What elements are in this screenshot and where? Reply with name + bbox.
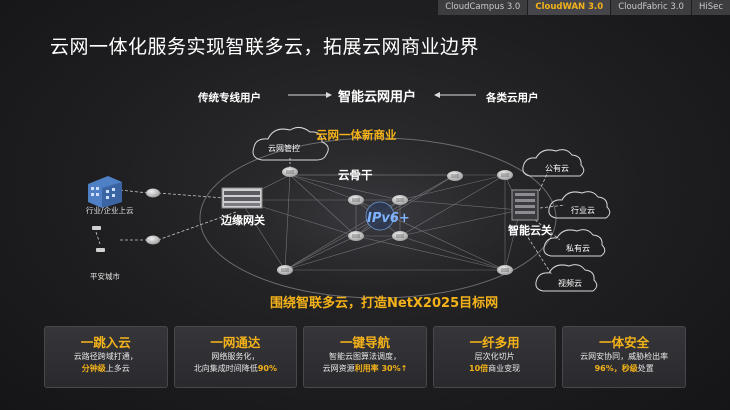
card-text: 云路径跨域打通，	[73, 352, 138, 361]
card-highlight: 96%，秒级	[594, 364, 638, 373]
tab-cloudwan[interactable]: CloudWAN 3.0	[527, 0, 611, 15]
video-cloud-label: 视频云	[558, 279, 582, 288]
card-highlight: 90%	[257, 364, 277, 373]
feature-cards: 一跳入云 云路径跨域打通， 分钟级上多云 一网通达 网络服务化， 北向集成时间降…	[44, 326, 686, 388]
card-title: 一键导航	[339, 335, 390, 350]
building-icon	[88, 176, 122, 208]
ipv6-label: IPv6+	[367, 211, 410, 226]
cloud-mgmt-label: 云网管控	[268, 144, 300, 153]
tab-cloudcampus[interactable]: CloudCampus 3.0	[437, 0, 528, 15]
card-text-rest: 商业变现	[488, 364, 521, 373]
smart-cloud-users-label: 智能云网用户	[338, 90, 417, 105]
edge-gateway-label: 边缘网关	[221, 214, 265, 227]
card-highlight: 分钟级	[81, 364, 106, 373]
cloud-users-label: 各类云用户	[486, 92, 539, 104]
page-title: 云网一体化服务实现智联多云，拓展云网商业边界	[50, 36, 480, 58]
card-title: 一纤多用	[469, 335, 520, 350]
card-text-2: 10倍商业变现	[434, 363, 556, 375]
feature-card: 一体安全 云网安协同，威胁检出率 96%，秒级处置	[562, 326, 686, 388]
card-text-rest: 上多云	[105, 364, 130, 373]
card-text: 云网安协同，威胁检出率	[580, 352, 669, 361]
tab-hisec[interactable]: HiSec	[690, 0, 730, 15]
edge-gateway-icon	[221, 187, 263, 209]
arrow-left-icon	[434, 92, 476, 98]
feature-card: 一网通达 网络服务化， 北向集成时间降低90%	[173, 326, 298, 388]
card-text-rest: 云网资源	[322, 364, 355, 373]
arrow-right-icon	[288, 92, 332, 98]
router-icons	[146, 167, 513, 275]
private-cloud-label: 私有云	[566, 244, 590, 253]
card-text-2: 96%，秒级处置	[563, 363, 685, 375]
card-highlight: 10倍	[469, 364, 489, 373]
card-text-2: 北向集成时间降低90%	[175, 363, 297, 375]
card-text: 网络服务化，	[211, 352, 260, 361]
industry-cloud-label: 行业云	[571, 206, 595, 215]
feature-card: 一纤多用 层次化切片 10倍商业变现	[432, 326, 557, 388]
smart-gateway-icon	[511, 189, 539, 221]
card-text-rest: 处置	[637, 364, 654, 373]
card-text: 智能云图算法调度，	[328, 352, 401, 361]
public-cloud-label: 公有云	[545, 164, 569, 173]
feature-card: 一键导航 智能云图算法调度， 云网资源利用率 30%↑	[303, 326, 427, 388]
product-tabs: CloudCampus 3.0 CloudWAN 3.0 CloudFabric…	[437, 0, 730, 15]
video-cloud-icon	[535, 264, 598, 292]
feature-card: 一跳入云 云路径跨域打通， 分钟级上多云	[44, 326, 168, 388]
smart-gateway-label: 智能云关	[508, 224, 552, 237]
industry-cloud-icon	[548, 191, 611, 219]
backbone-label: 云骨干	[338, 168, 373, 182]
cloud-mgmt-icon	[252, 126, 329, 161]
slogan: 围绕智联多云，打造NetX2025目标网	[270, 296, 499, 311]
new-business-label: 云网一体新商业	[316, 128, 397, 142]
tab-cloudfabric[interactable]: CloudFabric 3.0	[610, 0, 691, 15]
camera-icon	[92, 226, 105, 252]
industry-access-label: 行业/企业上云	[86, 206, 134, 215]
ipv6-badge	[365, 201, 395, 231]
card-title: 一跳入云	[80, 335, 131, 350]
card-highlight: 利用率 30%↑	[354, 364, 408, 373]
card-title: 一网通达	[210, 335, 261, 350]
card-title: 一体安全	[599, 335, 650, 350]
card-text: 层次化切片	[474, 352, 515, 361]
public-cloud-icon	[522, 149, 585, 177]
traditional-users-label: 传统专线用户	[198, 92, 261, 104]
card-text-rest: 北向集成时间降低	[193, 364, 258, 373]
safe-city-label: 平安城市	[90, 272, 120, 281]
private-cloud-icon	[543, 229, 606, 257]
card-text-2: 云网资源利用率 30%↑	[304, 363, 426, 375]
card-text-2: 分钟级上多云	[45, 363, 167, 375]
